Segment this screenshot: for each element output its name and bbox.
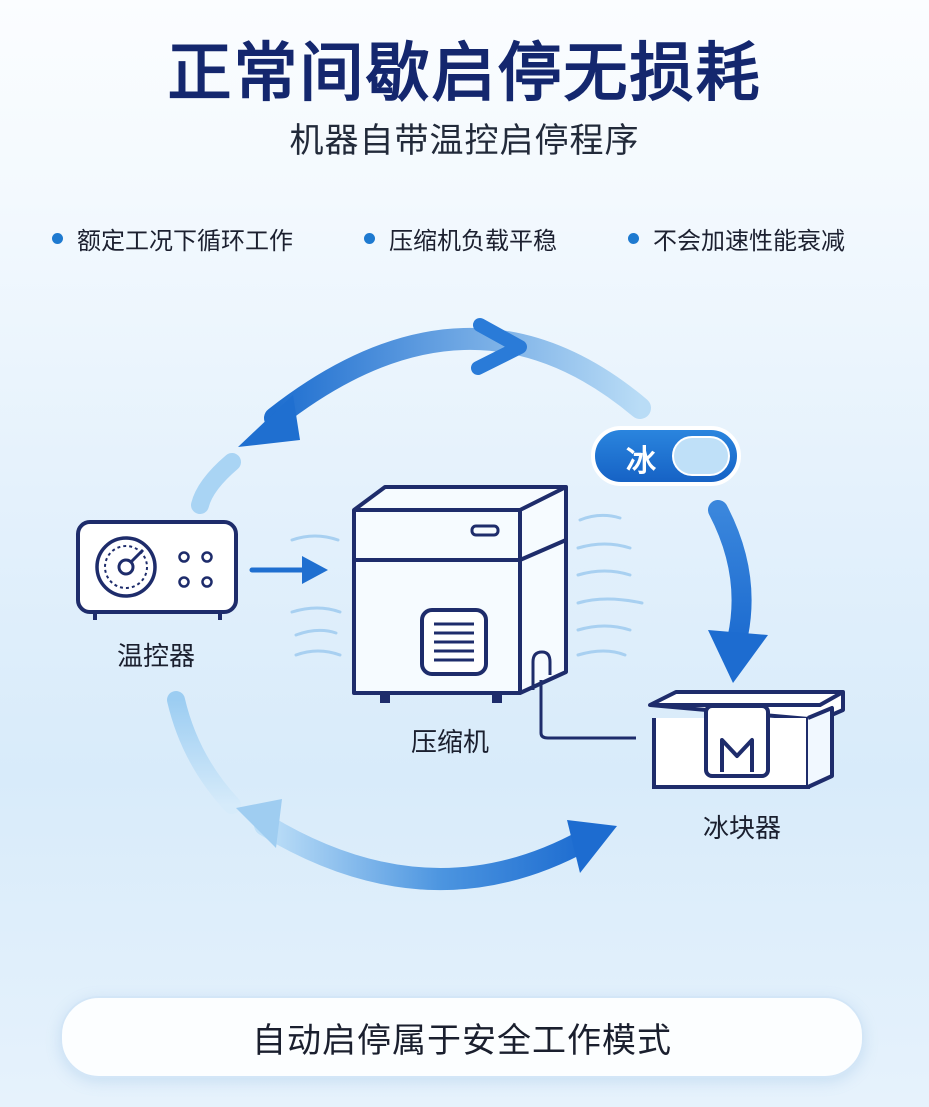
cycle-arrow-right — [708, 500, 768, 683]
page-title: 正常间歇启停无损耗 — [167, 37, 762, 111]
airflow-lines — [290, 513, 644, 657]
cycle-arrow-bottom — [236, 799, 617, 891]
thermostat-label: 温控器 — [116, 642, 195, 672]
feature-bullet-3: 不会加速性能衰减 — [628, 221, 845, 256]
feature-text: 额定工况下循环工作 — [77, 227, 293, 255]
ice-box-label: 冰块器 — [702, 814, 781, 844]
thermostat-dial-icon — [76, 520, 238, 620]
cycle-arrow-left — [167, 453, 241, 814]
footer-text: 自动启停属于安全工作模式 — [252, 1020, 672, 1061]
toggle-switch-icon — [591, 426, 741, 486]
bullet-dot-icon — [628, 233, 639, 244]
feature-bullet-1: 额定工况下循环工作 — [52, 221, 293, 256]
compressor-label: 压缩机 — [410, 728, 489, 758]
page-subtitle: 机器自带温控启停程序 — [289, 121, 640, 161]
footer-banner: 自动启停属于安全工作模式 — [60, 996, 864, 1078]
ice-toggle-label: 冰 — [626, 444, 656, 479]
feature-text: 不会加速性能衰减 — [653, 227, 845, 255]
cycle-arrow-top — [238, 318, 651, 447]
compressor-unit-icon — [352, 485, 636, 740]
bullet-dot-icon — [364, 233, 375, 244]
feature-bullet-2: 压缩机负载平稳 — [364, 221, 557, 256]
feature-text: 压缩机负载平稳 — [389, 227, 557, 255]
ice-box-icon — [648, 690, 845, 789]
bullet-dot-icon — [52, 233, 63, 244]
flow-arrow — [249, 556, 328, 584]
